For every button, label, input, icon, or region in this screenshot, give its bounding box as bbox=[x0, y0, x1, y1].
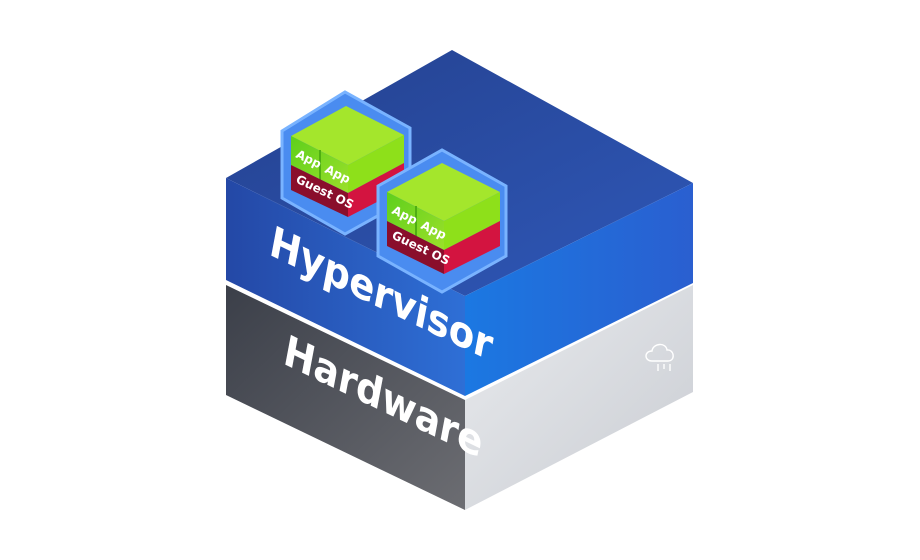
vm-2-app-top bbox=[387, 163, 500, 221]
hardware-front-face bbox=[226, 285, 465, 510]
vm-1-os-front bbox=[291, 165, 348, 217]
cloud-chip-icon bbox=[645, 343, 674, 371]
virtual-machine-2: App App Guest OS bbox=[376, 148, 508, 294]
vm-2-os-front bbox=[387, 221, 444, 274]
hypervisor-front-face bbox=[226, 178, 465, 396]
hypervisor-side-face bbox=[465, 183, 693, 396]
vm-1-os-side bbox=[348, 163, 404, 217]
vm-2-app-side bbox=[444, 192, 500, 250]
hardware-side-face bbox=[465, 285, 693, 510]
vm-1-app-side bbox=[348, 135, 404, 193]
vm-2-os-side bbox=[444, 221, 500, 274]
